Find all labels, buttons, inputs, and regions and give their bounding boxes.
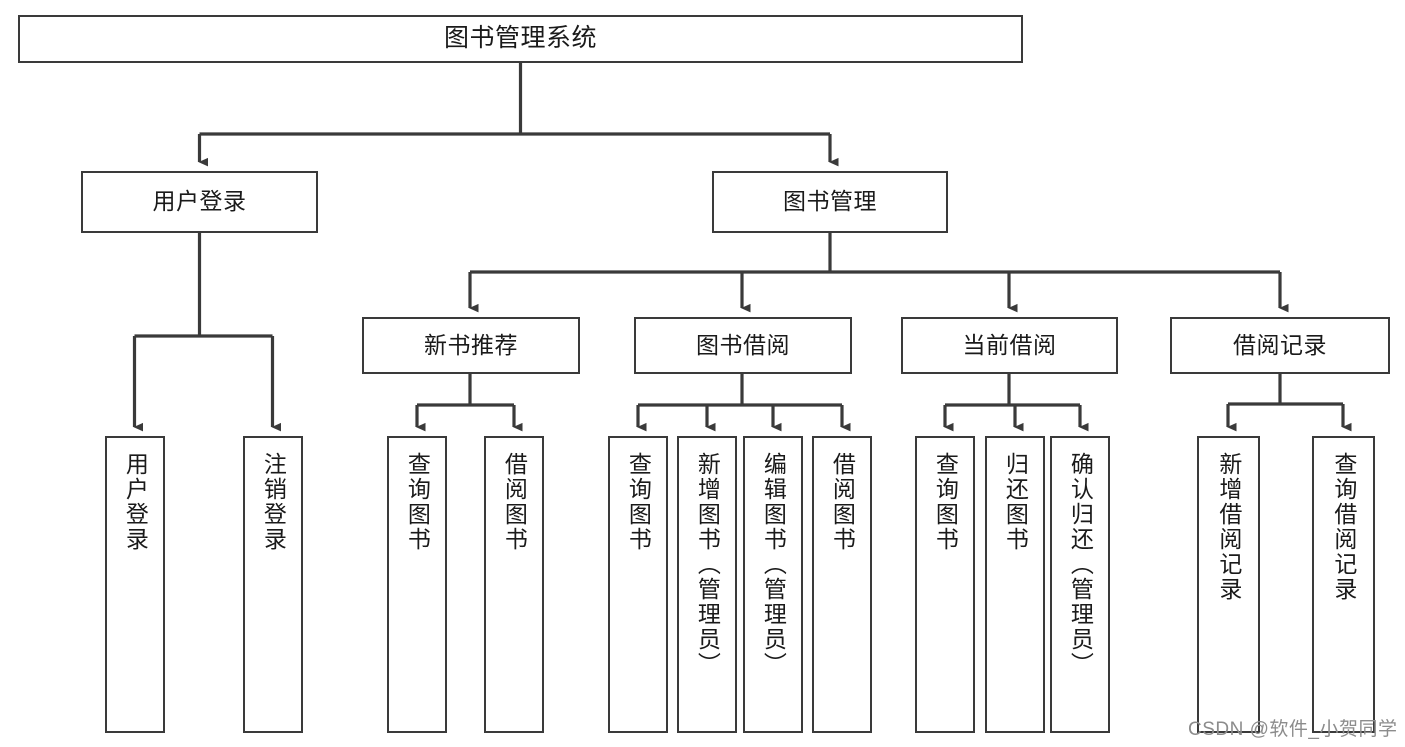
node-leaf-query-book-brw-label: 查询图书: [625, 452, 652, 552]
node-leaf-add-book-label: 新增图书（管理员）: [694, 452, 721, 677]
node-leaf-query-book-cur[interactable]: 查询图书: [915, 436, 975, 733]
node-current-borrow-label: 当前借阅: [962, 331, 1057, 358]
node-leaf-borrow-book-brw[interactable]: 借阅图书: [812, 436, 872, 733]
csdn-watermark: CSDN @软件_小贺同学: [1188, 719, 1398, 740]
node-current-borrow[interactable]: 当前借阅: [901, 317, 1118, 374]
node-leaf-add-record[interactable]: 新增借阅记录: [1197, 436, 1260, 733]
node-leaf-logout[interactable]: 注销登录: [243, 436, 303, 733]
node-leaf-user-login-label: 用户登录: [122, 452, 149, 552]
node-leaf-add-record-label: 新增借阅记录: [1215, 452, 1242, 602]
node-book-manage-label: 图书管理: [783, 188, 877, 215]
node-book-borrow[interactable]: 图书借阅: [634, 317, 852, 374]
node-borrow-record-label: 借阅记录: [1233, 331, 1327, 358]
node-leaf-query-record-label: 查询借阅记录: [1330, 452, 1357, 602]
node-book-borrow-label: 图书借阅: [696, 331, 790, 358]
node-leaf-edit-book-label: 编辑图书（管理员）: [760, 452, 787, 677]
node-leaf-confirm-return[interactable]: 确认归还（管理员）: [1050, 436, 1110, 733]
node-root-label: 图书管理系统: [443, 24, 597, 53]
node-leaf-query-record[interactable]: 查询借阅记录: [1312, 436, 1375, 733]
node-leaf-query-book-brw[interactable]: 查询图书: [608, 436, 668, 733]
node-new-book-recommend-label: 新书推荐: [424, 331, 518, 358]
node-leaf-user-login[interactable]: 用户登录: [105, 436, 165, 733]
node-leaf-logout-label: 注销登录: [260, 452, 287, 552]
node-leaf-borrow-book-brw-label: 借阅图书: [829, 452, 856, 552]
node-leaf-borrow-book-rec-label: 借阅图书: [501, 452, 528, 552]
node-leaf-query-book-rec[interactable]: 查询图书: [387, 436, 447, 733]
node-book-manage[interactable]: 图书管理: [712, 171, 948, 233]
node-borrow-record[interactable]: 借阅记录: [1170, 317, 1390, 374]
node-leaf-return-book[interactable]: 归还图书: [985, 436, 1045, 733]
node-leaf-add-book[interactable]: 新增图书（管理员）: [677, 436, 737, 733]
node-leaf-query-book-rec-label: 查询图书: [404, 452, 431, 552]
node-leaf-borrow-book-rec[interactable]: 借阅图书: [484, 436, 544, 733]
node-new-book-recommend[interactable]: 新书推荐: [362, 317, 580, 374]
node-user-login-label: 用户登录: [152, 188, 247, 215]
node-leaf-query-book-cur-label: 查询图书: [932, 452, 959, 552]
node-leaf-return-book-label: 归还图书: [1002, 452, 1029, 552]
node-leaf-confirm-return-label: 确认归还（管理员）: [1067, 452, 1094, 677]
node-leaf-edit-book[interactable]: 编辑图书（管理员）: [743, 436, 803, 733]
node-root[interactable]: 图书管理系统: [18, 15, 1023, 63]
node-user-login[interactable]: 用户登录: [81, 171, 318, 233]
